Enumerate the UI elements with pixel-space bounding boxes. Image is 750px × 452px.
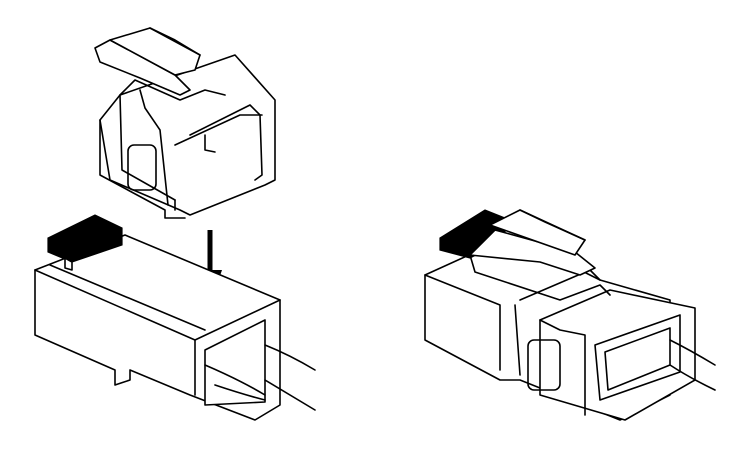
connector-body — [34, 214, 316, 421]
latch-black — [47, 214, 123, 263]
clip-component — [94, 27, 276, 219]
assembled-connector — [424, 209, 716, 421]
